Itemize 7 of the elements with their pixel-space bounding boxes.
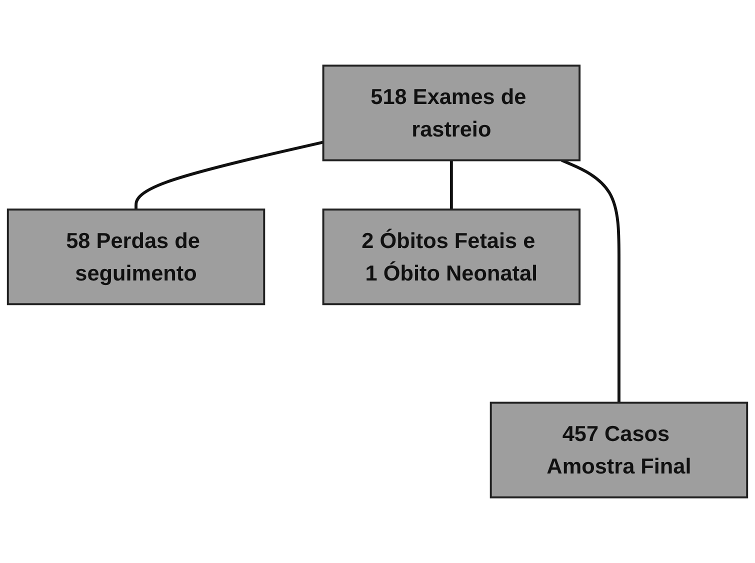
node-box: 58 Perdas de seguimento (6, 208, 266, 306)
connector (134, 140, 324, 210)
node-box: 457 Casos Amostra Final (490, 402, 748, 498)
connector (450, 160, 453, 210)
connector (561, 158, 620, 403)
node-box: 2 Óbitos Fetais e 1 Óbito Neonatal (322, 208, 581, 306)
node-box: 518 Exames de rastreio (322, 64, 581, 162)
